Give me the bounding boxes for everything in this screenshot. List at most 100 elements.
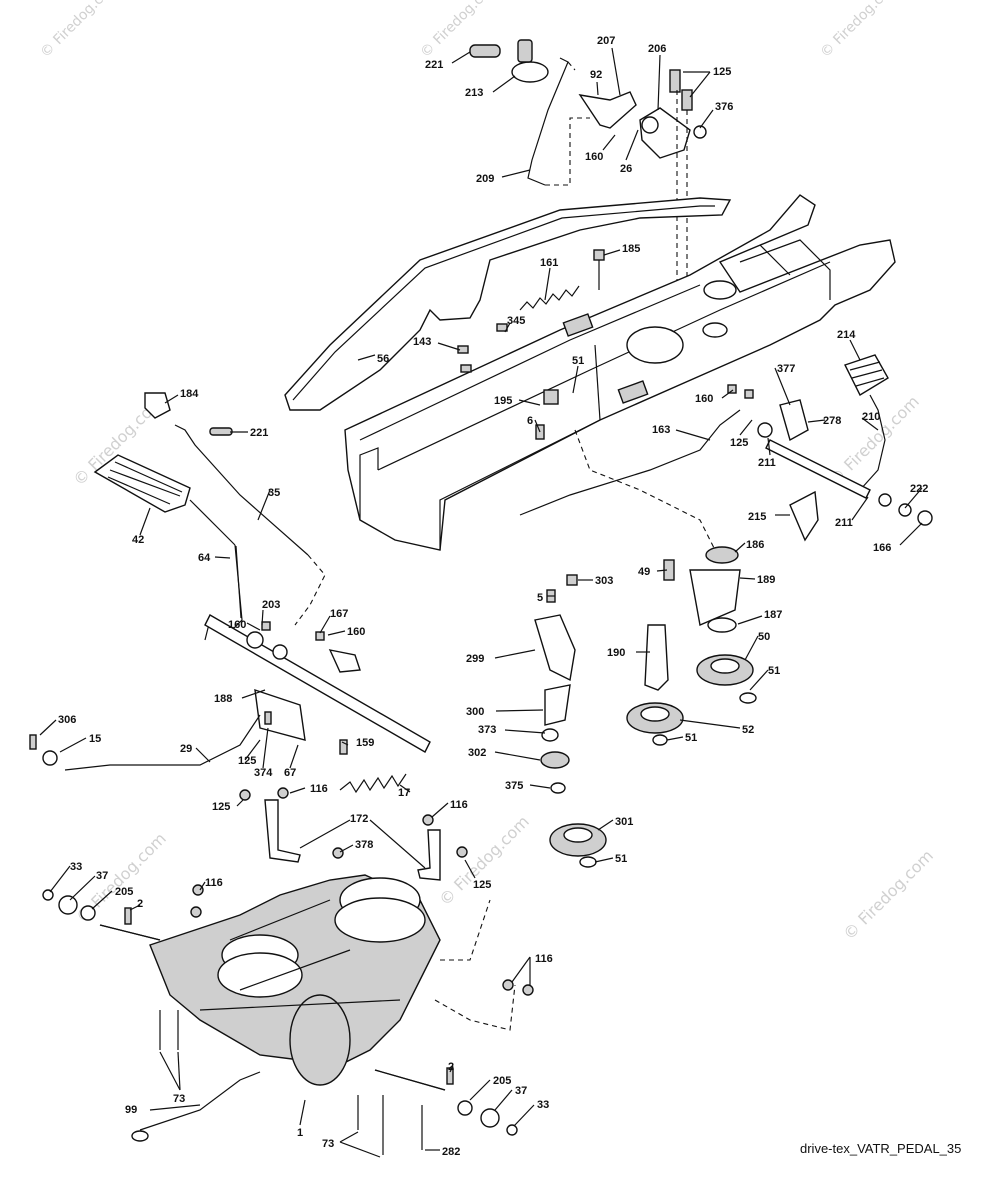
callout: 17 [398,787,410,799]
shift-link-rod [64,714,261,771]
callout: 172 [350,813,368,825]
callout: 1 [297,1127,303,1139]
callout: 116 [310,783,328,795]
callout: 67 [284,767,296,779]
callout: 206 [648,43,666,55]
callout: 205 [493,1075,511,1087]
watermark: © Firedog.com [817,0,902,61]
callout: 56 [377,353,389,365]
tensioner-assembly [534,574,607,868]
callout: 210 [862,411,880,423]
callout: 215 [748,511,766,523]
callout: 160 [347,626,365,638]
callout: 33 [70,861,82,873]
callout: 116 [205,877,223,889]
callout: 64 [198,552,211,564]
callout: 203 [262,599,280,611]
callout: 125 [238,755,256,767]
leader-lines [39,47,923,1158]
callout: 301 [615,816,633,828]
bracket-left [264,799,301,863]
callout: 2 [137,898,143,910]
callout: 209 [476,173,494,185]
bracket-right [417,829,441,881]
callout: 167 [330,608,348,620]
callout: 373 [478,724,496,736]
callout: 166 [873,542,891,554]
callout: 5 [537,592,543,604]
callout: 52 [742,724,754,736]
axle-hardware [42,889,518,1136]
callout: 211 [835,517,853,529]
callout: 221 [250,427,268,439]
callout: 374 [254,767,273,779]
callout: 51 [768,665,780,677]
callout: 222 [910,483,928,495]
callout: 185 [622,243,640,255]
callout: 125 [713,66,731,78]
bolt [593,249,605,290]
callout: 92 [590,69,602,81]
shift-bracket [578,69,707,340]
callout: 205 [115,886,133,898]
diagram-caption: drive-tex_VATR_PEDAL_35 [800,1141,961,1156]
callout: 33 [537,1099,549,1111]
chassis-frame [344,194,896,551]
callout: 50 [758,631,770,643]
callout: 2 [448,1061,454,1073]
brake-pedal-assembly [93,454,243,641]
callout: 35 [268,487,280,499]
idler-assembly [626,546,757,746]
transaxle [99,874,516,1155]
callout: 125 [212,801,230,813]
lift-rod [519,409,741,516]
callouts: 221 213 207 206 125 92 376 160 26 209 18… [58,35,928,1158]
callout: 37 [96,870,108,882]
control-rod [174,424,309,556]
callout: 213 [465,87,483,99]
callout: 6 [527,415,533,427]
callout: 160 [228,619,246,631]
callout: 99 [125,1104,137,1116]
callout: 26 [620,163,632,175]
callout: 345 [507,315,525,327]
callout: 15 [89,733,101,745]
fuel-cap-part [469,39,549,83]
callout: 302 [468,747,486,759]
callout: 116 [450,799,468,811]
callout: 125 [473,879,491,891]
callout: 49 [638,566,650,578]
callout: 376 [715,101,733,113]
cross-shaft [204,614,431,753]
callout: 160 [585,151,603,163]
callout: 160 [695,393,713,405]
callout: 189 [757,574,775,586]
callout: 73 [322,1138,334,1150]
callout: 187 [764,609,782,621]
callout: 51 [615,853,627,865]
callout: 51 [572,355,584,367]
callout: 37 [515,1085,527,1097]
callout: 375 [505,780,523,792]
callout: 51 [685,732,697,744]
callout: 377 [777,363,795,375]
callout: 159 [356,737,374,749]
callout: 195 [494,395,512,407]
callout: 221 [425,59,443,71]
callout: 143 [413,336,431,348]
callout: 186 [746,539,764,551]
callout: 278 [823,415,841,427]
callout: 73 [173,1093,185,1105]
callout: 214 [837,329,856,341]
watermark: © Firedog.com [37,0,122,61]
callout: 378 [355,839,373,851]
callout: 184 [180,388,199,400]
callout: 211 [758,457,776,469]
callout: 163 [652,424,670,436]
callout: 207 [597,35,615,47]
callout: 282 [442,1146,460,1158]
callout: 300 [466,706,484,718]
deck-lift-lever [757,354,933,542]
shift-rod [527,57,569,186]
